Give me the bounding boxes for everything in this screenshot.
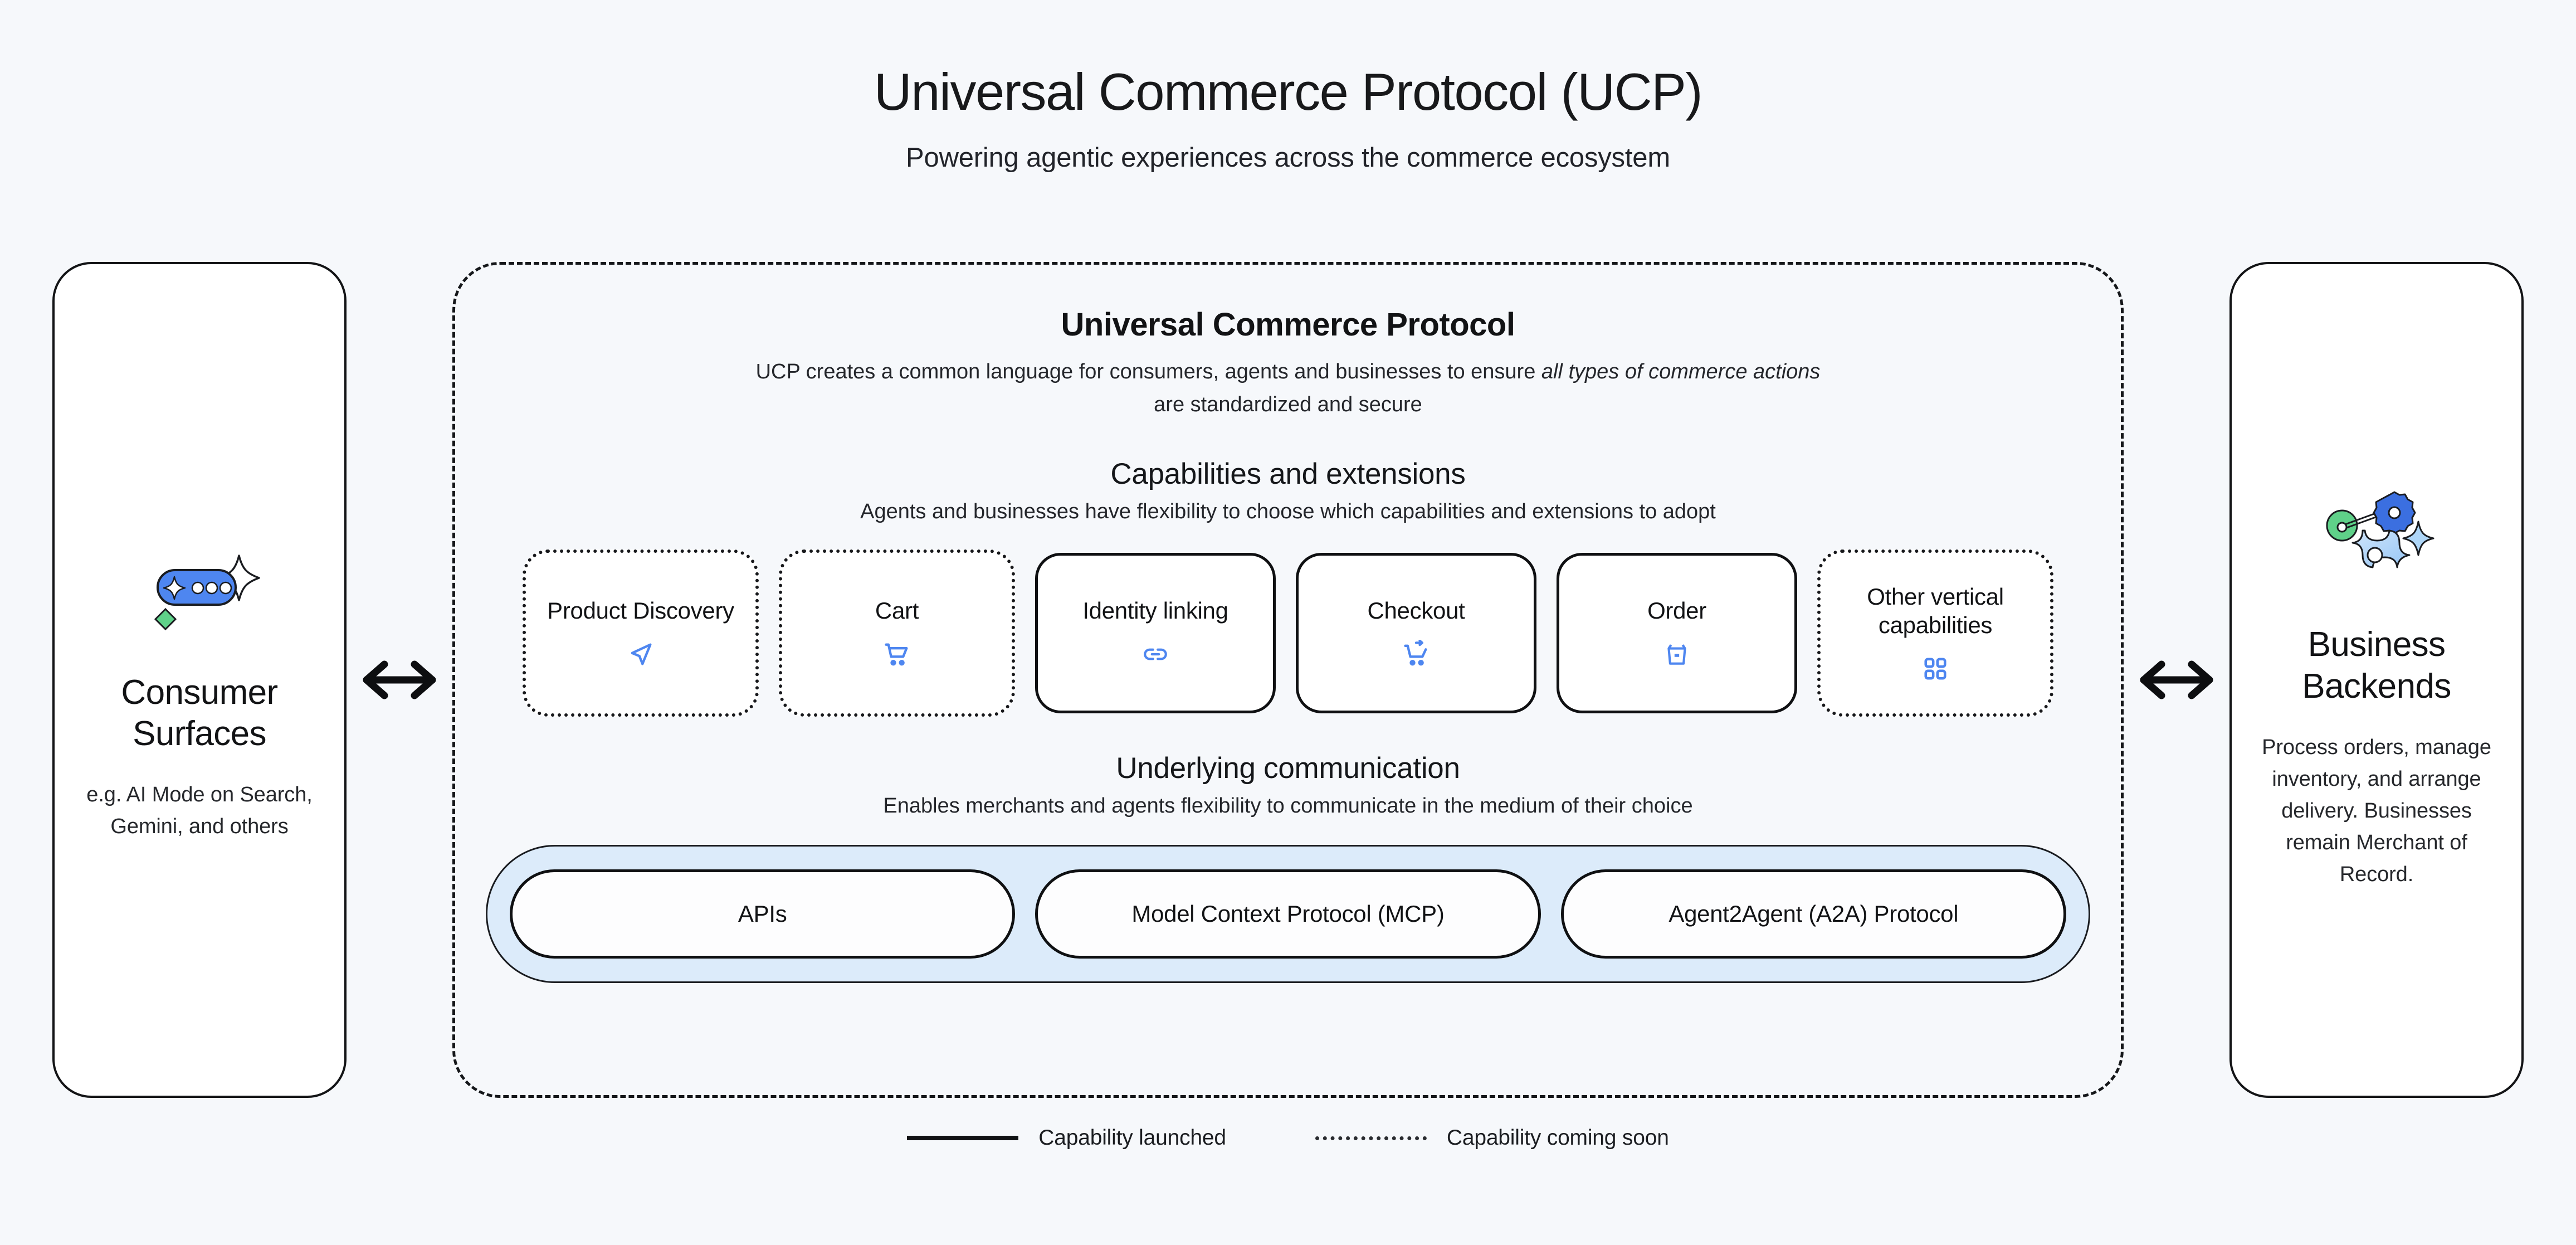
capabilities-header: Capabilities and extensions Agents and b…	[860, 457, 1716, 524]
ucp-description-part2: are standardized and secure	[1154, 392, 1422, 416]
capability-card-checkout[interactable]: Checkout	[1296, 552, 1536, 713]
communication-title: Underlying communication	[1116, 751, 1460, 785]
capability-card-cart[interactable]: Cart	[779, 549, 1015, 717]
capabilities-subtitle: Agents and businesses have flexibility t…	[860, 499, 1716, 523]
capability-card-identity-linking[interactable]: Identity linking	[1035, 552, 1276, 713]
consumer-surfaces-panel: Consumer Surfaces e.g. AI Mode on Search…	[52, 262, 347, 1098]
page-title: Universal Commerce Protocol (UCP)	[874, 62, 1703, 121]
communication-band: APIs Model Context Protocol (MCP) Agent2…	[486, 844, 2090, 983]
protocol-pill-a2a[interactable]: Agent2Agent (A2A) Protocol	[1560, 869, 2066, 959]
capability-card-other-vertical[interactable]: Other vertical capabilities	[1817, 549, 2053, 717]
ucp-title: Universal Commerce Protocol	[1061, 307, 1515, 343]
left-connector	[347, 262, 452, 1098]
capability-label: Cart	[875, 597, 919, 624]
diagram-stage: Consumer Surfaces e.g. AI Mode on Search…	[0, 262, 2576, 1098]
capabilities-title: Capabilities and extensions	[1110, 457, 1466, 490]
capability-card-order[interactable]: Order	[1557, 552, 1797, 713]
shopping-bag-icon	[1663, 639, 1691, 669]
navigation-arrow-icon	[626, 639, 655, 669]
page-subtitle: Powering agentic experiences across the …	[906, 142, 1670, 173]
cart-checkout-icon	[1402, 639, 1431, 669]
legend-label: Capability coming soon	[1446, 1126, 1669, 1150]
ai-chat-sparkle-icon	[135, 517, 264, 656]
business-backends-description: Process orders, manage inventory, and ar…	[2262, 735, 2491, 886]
solid-line-swatch	[907, 1136, 1019, 1140]
ucp-description: UCP creates a common language for consum…	[750, 356, 1826, 421]
protocol-pill-mcp[interactable]: Model Context Protocol (MCP)	[1035, 869, 1541, 959]
capability-cards: Product Discovery Cart	[489, 549, 2087, 717]
legend-label: Capability launched	[1038, 1126, 1226, 1150]
business-backends-panel: Business Backends Process orders, manage…	[2229, 262, 2524, 1098]
header: Universal Commerce Protocol (UCP) Poweri…	[0, 0, 2576, 173]
link-chain-icon	[1141, 639, 1169, 669]
ucp-description-part1: UCP creates a common language for consum…	[755, 360, 1541, 383]
capability-label: Identity linking	[1082, 597, 1228, 624]
capability-card-product-discovery[interactable]: Product Discovery	[523, 549, 759, 717]
legend: Capability launched Capability coming so…	[0, 1126, 2576, 1150]
gears-settings-icon	[2311, 469, 2442, 609]
capability-label: Checkout	[1367, 597, 1465, 624]
protocol-pill-apis[interactable]: APIs	[510, 869, 1016, 959]
business-backends-title: Business Backends	[2302, 625, 2451, 706]
ucp-description-emphasis: all types of commerce actions	[1541, 360, 1821, 383]
legend-item-coming-soon: Capability coming soon	[1315, 1126, 1669, 1150]
ucp-container: Universal Commerce Protocol UCP creates …	[452, 262, 2124, 1098]
capability-label: Order	[1647, 597, 1706, 624]
communication-header: Underlying communication Enables merchan…	[883, 751, 1692, 818]
capability-label: Other vertical capabilities	[1867, 583, 2004, 638]
legend-item-launched: Capability launched	[907, 1126, 1226, 1150]
consumer-surfaces-description: e.g. AI Mode on Search, Gemini, and othe…	[86, 783, 313, 839]
right-connector	[2124, 262, 2229, 1098]
double-headed-arrow-icon	[363, 660, 436, 699]
shopping-cart-icon	[882, 639, 911, 669]
consumer-surfaces-title: Consumer Surfaces	[121, 673, 278, 753]
capability-label: Product Discovery	[547, 597, 734, 624]
double-headed-arrow-icon	[2140, 660, 2213, 699]
dotted-line-swatch	[1315, 1136, 1427, 1140]
communication-subtitle: Enables merchants and agents flexibility…	[883, 794, 1693, 818]
grid-apps-icon	[1923, 654, 1948, 684]
